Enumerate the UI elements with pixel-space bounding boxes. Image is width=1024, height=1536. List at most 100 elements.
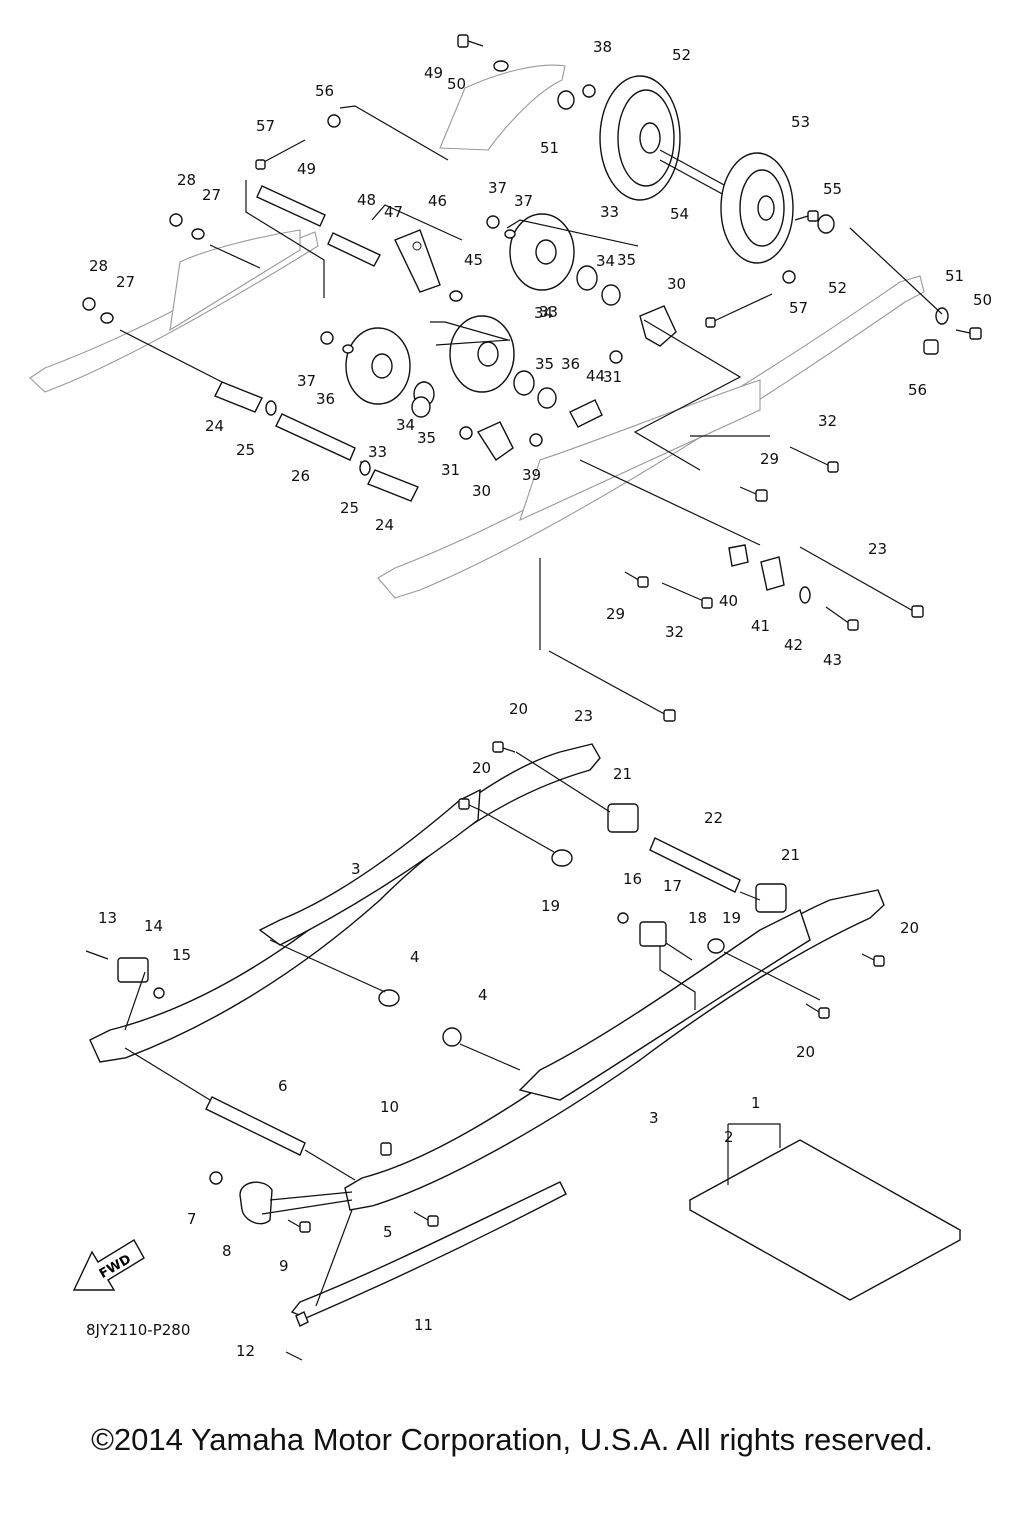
slider-11	[290, 1181, 567, 1327]
bolt-49-right	[955, 327, 982, 340]
part-label: 13	[98, 909, 117, 927]
part-label: 47	[384, 203, 403, 221]
part-label: 54	[670, 205, 689, 223]
wheel-8	[239, 1181, 273, 1225]
part-label: 23	[868, 540, 887, 558]
washer-50-top	[493, 60, 509, 72]
part-label: 37	[297, 372, 316, 390]
shaft-48	[256, 185, 326, 227]
part-label: 29	[760, 450, 779, 468]
part-label: 27	[116, 273, 135, 291]
part-label: 3	[649, 1109, 659, 1127]
block-14	[117, 957, 149, 983]
part-label: 28	[177, 171, 196, 189]
ring-25-top	[265, 400, 277, 416]
block-30-top	[639, 305, 677, 347]
part-label: 10	[380, 1098, 399, 1116]
part-label: 6	[278, 1077, 288, 1095]
bolt-20-b	[458, 798, 481, 811]
part-labels: 1 2 3 3 4 4 5 6 7 8 9 10 11 12 13 14 15 …	[89, 38, 992, 1360]
bolt-9	[287, 1219, 311, 1233]
part-label: 56	[908, 381, 927, 399]
bolt-32-right	[789, 446, 839, 473]
part-label: 57	[789, 299, 808, 317]
part-label: 3	[351, 860, 361, 878]
washer-27-top	[191, 228, 205, 240]
ring-25-bottom	[359, 460, 371, 476]
shaft-6	[205, 1096, 306, 1156]
ring-35-top	[601, 284, 621, 306]
part-label: 21	[781, 846, 800, 864]
bearing-34-top	[576, 265, 598, 291]
bolt-57-right	[705, 293, 773, 328]
bolt-42	[825, 606, 859, 631]
part-label: 20	[900, 919, 919, 937]
part-label: 30	[667, 275, 686, 293]
washer-27-left	[100, 312, 114, 324]
part-label: 37	[514, 192, 533, 210]
washer-4-left	[378, 989, 400, 1007]
part-label: 11	[414, 1316, 433, 1334]
part-label: 34	[396, 416, 415, 434]
part-label: 52	[828, 279, 847, 297]
bolt-18	[665, 942, 693, 961]
shaft-22	[649, 837, 741, 893]
part-label: 27	[202, 186, 221, 204]
sleeve-47	[327, 232, 381, 267]
part-label: 49	[424, 64, 443, 82]
block-21-right	[755, 883, 787, 913]
shaft-23-bottom	[548, 650, 676, 722]
collar-39	[728, 544, 749, 567]
part-label: 48	[357, 191, 376, 209]
part-label: 20	[472, 759, 491, 777]
upper-right-rail-ghost	[377, 275, 925, 599]
part-label: 57	[256, 117, 275, 135]
nut-56-left	[327, 114, 341, 128]
block-17	[639, 921, 667, 947]
part-label: 8	[222, 1242, 232, 1260]
part-label: 22	[704, 809, 723, 827]
part-label: 45	[464, 251, 483, 269]
part-label: 2	[724, 1128, 734, 1146]
part-label: 30	[472, 482, 491, 500]
screw-12	[285, 1351, 303, 1361]
lower-leader-lines	[124, 751, 821, 1307]
nut-28-left	[82, 297, 96, 311]
part-label: 52	[672, 46, 691, 64]
bushing-40	[760, 556, 785, 591]
part-label: 33	[368, 443, 387, 461]
part-label: 55	[823, 180, 842, 198]
bracket-45	[394, 229, 441, 293]
part-label: 25	[236, 441, 255, 459]
washer-41	[799, 586, 811, 604]
fwd-arrow-icon: FWD	[72, 1239, 145, 1291]
part-label: 36	[561, 355, 580, 373]
part-label: 37	[488, 179, 507, 197]
nut-28-top	[169, 213, 183, 227]
pipe-24-bottom	[367, 469, 419, 502]
part-label: 20	[509, 700, 528, 718]
part-label: 49	[297, 160, 316, 178]
collar-51-right	[817, 214, 835, 234]
part-label: 21	[613, 765, 632, 783]
block-30-left	[476, 421, 514, 461]
part-label: 1	[751, 1094, 761, 1112]
collar-51-top	[557, 90, 575, 110]
part-label: 35	[617, 251, 636, 269]
pipe-24-top	[214, 381, 263, 413]
shaft-26	[275, 413, 356, 461]
part-label: 15	[172, 946, 191, 964]
part-label: 50	[973, 291, 992, 309]
nut-37-mid	[486, 215, 500, 229]
part-label: 35	[535, 355, 554, 373]
collar-19-top	[551, 849, 573, 867]
part-label: 36	[316, 390, 335, 408]
part-label: 4	[410, 948, 420, 966]
shaft-23-right	[799, 546, 924, 618]
pin-13	[85, 950, 109, 960]
washer-36-left	[342, 344, 354, 354]
part-label: 32	[665, 623, 684, 641]
nut-38	[529, 433, 543, 447]
part-label: 23	[574, 707, 593, 725]
part-label: 25	[340, 499, 359, 517]
